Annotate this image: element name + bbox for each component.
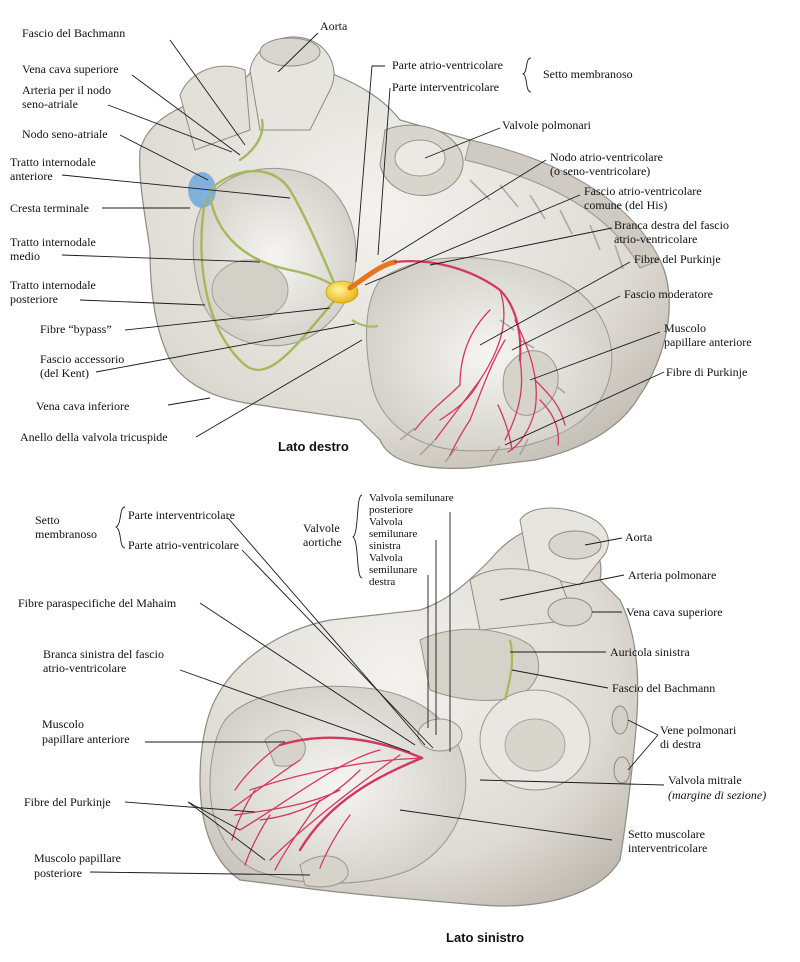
label-semilunare-post-2: posteriore bbox=[369, 504, 413, 516]
label-vena-cava-inferiore: Vena cava inferiore bbox=[36, 399, 130, 413]
leader-lines bbox=[61, 32, 665, 876]
left-papillary-posterior bbox=[299, 855, 349, 888]
right-heart-illustration bbox=[139, 36, 670, 469]
left-bachmann bbox=[503, 639, 514, 701]
label-tratto-anteriore-2: anteriore bbox=[10, 169, 53, 183]
right-fossa bbox=[211, 259, 289, 321]
label-vene-polmonari-2: di destra bbox=[660, 737, 701, 751]
label-muscolo-pap-ant-top-1: Muscolo bbox=[664, 321, 706, 335]
label-branca-sinistra-2: atrio-ventricolare bbox=[43, 661, 127, 675]
left-aortic-valve bbox=[417, 718, 463, 752]
caption-lato-destro: Lato destro bbox=[278, 439, 349, 454]
label-fascio-bachmann-bottom: Fascio del Bachmann bbox=[612, 681, 716, 695]
right-purkinje-network bbox=[393, 260, 566, 456]
label-setto-muscolare-1: Setto muscolare bbox=[628, 827, 705, 841]
label-vena-cava-superiore-bottom: Vena cava superiore bbox=[626, 605, 723, 619]
label-arteria-nodo-2: seno-atriale bbox=[22, 97, 78, 111]
internodal-tracts bbox=[200, 118, 342, 372]
label-branca-destra-2: atrio-ventricolare bbox=[614, 232, 698, 246]
label-valvole-aortiche-2: aortiche bbox=[303, 535, 342, 549]
right-trabeculae bbox=[399, 179, 624, 463]
kent-bundle bbox=[351, 319, 379, 328]
label-parte-iv-bottom: Parte interventricolare bbox=[128, 508, 235, 522]
left-pulmonary-vein-1 bbox=[611, 705, 629, 735]
left-atrium-region bbox=[419, 628, 540, 701]
label-fibre-mahaim: Fibre paraspecifiche del Mahaim bbox=[18, 596, 177, 610]
right-papillary-muscle bbox=[502, 350, 559, 416]
label-valvola-mitrale-1: Valvola mitrale bbox=[668, 773, 742, 787]
label-semilunare-post-1: Valvola semilunare bbox=[369, 492, 454, 504]
left-svc bbox=[547, 597, 593, 627]
label-muscolo-pap-post-2: posteriore bbox=[34, 866, 82, 880]
right-pulmonary-valve bbox=[394, 139, 446, 177]
left-purkinje-network bbox=[229, 736, 424, 871]
label-fascio-his-2: comune (del His) bbox=[584, 198, 668, 212]
label-tratto-medio-1: Tratto internodale bbox=[10, 235, 96, 249]
label-branca-sinistra-1: Branca sinistra del fascio bbox=[43, 647, 164, 661]
left-ventricle-cavity bbox=[209, 685, 467, 884]
label-valvole-polmonari: Valvole polmonari bbox=[502, 118, 591, 132]
label-cresta-terminale: Cresta terminale bbox=[10, 201, 89, 215]
label-setto-1: Setto bbox=[35, 513, 60, 527]
label-arteria-polmonare: Arteria polmonare bbox=[628, 568, 717, 582]
label-muscolo-pap-ant-top-2: papillare anteriore bbox=[664, 335, 752, 349]
left-mitral-inner bbox=[504, 718, 566, 772]
label-semilunare-dex-2: semilunare bbox=[369, 564, 418, 576]
label-fibre-purkinje-bottom: Fibre del Purkinje bbox=[24, 795, 111, 809]
left-aorta-opening bbox=[548, 530, 602, 560]
label-setto-muscolare-2: interventricolare bbox=[628, 841, 708, 855]
label-tratto-anteriore-1: Tratto internodale bbox=[10, 155, 96, 169]
label-semilunare-sin-2: semilunare bbox=[369, 528, 418, 540]
label-valvola-mitrale-2: (margine di sezione) bbox=[668, 788, 767, 802]
right-atrium-cavity bbox=[192, 168, 357, 347]
label-muscolo-pap-ant-bottom-2: papillare anteriore bbox=[42, 732, 130, 746]
label-aorta-top: Aorta bbox=[320, 19, 348, 33]
label-muscolo-pap-ant-bottom-1: Muscolo bbox=[42, 717, 84, 731]
label-branca-destra-1: Branca destra del fascio bbox=[614, 218, 729, 232]
label-semilunare-dex-1: Valvola bbox=[369, 552, 403, 564]
label-aorta-bottom: Aorta bbox=[625, 530, 653, 544]
label-fibre-bypass: Fibre “bypass” bbox=[40, 322, 112, 336]
label-parte-av-top: Parte atrio-ventricolare bbox=[392, 58, 503, 72]
his-bundle bbox=[347, 259, 398, 291]
label-semilunare-sin-1: Valvola bbox=[369, 516, 403, 528]
left-papillary-anterior bbox=[264, 730, 306, 767]
label-fascio-kent-2: (del Kent) bbox=[40, 366, 89, 380]
label-muscolo-pap-post-1: Muscolo papillare bbox=[34, 851, 121, 865]
label-auricola-sinistra: Auricola sinistra bbox=[610, 645, 690, 659]
label-parte-av-bottom: Parte atrio-ventricolare bbox=[128, 538, 239, 552]
label-fascio-bachmann-top: Fascio del Bachmann bbox=[22, 26, 126, 40]
label-semilunare-dex-3: destra bbox=[369, 576, 396, 588]
left-heart-illustration bbox=[199, 507, 639, 907]
label-vena-cava-superiore-top: Vena cava superiore bbox=[22, 62, 119, 76]
label-setto-2: membranoso bbox=[35, 527, 97, 541]
label-fibre-purkinje-top: Fibre del Purkinje bbox=[634, 252, 721, 266]
label-fascio-moderatore: Fascio moderatore bbox=[624, 287, 713, 301]
label-nodo-av-1: Nodo atrio-ventricolare bbox=[550, 150, 663, 164]
left-pulmonary-vein-2 bbox=[613, 756, 631, 784]
label-fascio-his-1: Fascio atrio-ventricolare bbox=[584, 184, 702, 198]
label-fibre-di-purkinje: Fibre di Purkinje bbox=[666, 365, 748, 379]
label-valvole-aortiche-1: Valvole bbox=[303, 521, 340, 535]
label-tratto-medio-2: medio bbox=[10, 249, 40, 263]
label-vene-polmonari-1: Vene polmonari bbox=[660, 723, 737, 737]
label-arteria-nodo-1: Arteria per il nodo bbox=[22, 83, 111, 97]
label-tratto-posteriore-2: posteriore bbox=[10, 292, 58, 306]
sa-node bbox=[188, 172, 216, 208]
caption-lato-sinistro: Lato sinistro bbox=[446, 930, 525, 945]
label-semilunare-sin-3: sinistra bbox=[369, 540, 401, 552]
label-setto-membranoso-top: Setto membranoso bbox=[543, 67, 633, 81]
right-svc-tube bbox=[179, 65, 251, 151]
label-parte-iv-top: Parte interventricolare bbox=[392, 80, 499, 94]
label-anello-tricuspide: Anello della valvola tricuspide bbox=[20, 430, 168, 444]
label-nodo-seno-atriale: Nodo seno-atriale bbox=[22, 127, 108, 141]
label-tratto-posteriore-1: Tratto internodale bbox=[10, 278, 96, 292]
label-nodo-av-2: (o seno-ventricolare) bbox=[550, 164, 651, 178]
right-aorta-opening bbox=[259, 37, 321, 67]
label-fascio-kent-1: Fascio accessorio bbox=[40, 352, 125, 366]
right-cut-wall bbox=[464, 139, 661, 269]
